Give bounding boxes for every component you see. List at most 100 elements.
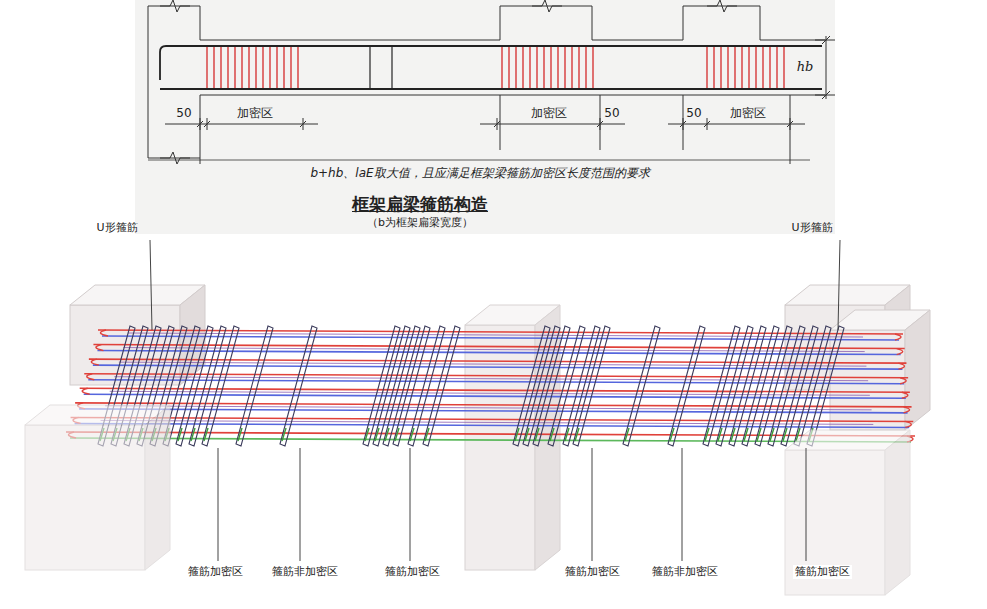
tie-bar <box>744 428 748 441</box>
stirrup <box>248 47 249 88</box>
diagram-label: 箍筋非加密区 <box>270 565 340 578</box>
drawing-line <box>592 6 593 40</box>
stirrup-3d <box>716 326 753 446</box>
tie-bar <box>282 428 286 441</box>
drawing-line <box>480 124 625 125</box>
stirrup <box>592 47 593 88</box>
stirrup <box>536 47 537 88</box>
web-rebar <box>123 348 864 352</box>
stirrup <box>269 47 270 88</box>
stirrup-3d <box>176 326 213 446</box>
tie-bar <box>410 428 414 441</box>
u-stirrup <box>902 392 908 398</box>
u-stirrup <box>904 407 910 413</box>
stirrup-3d <box>408 326 445 446</box>
stirrup <box>391 47 392 88</box>
stirrup-3d <box>548 326 585 446</box>
stirrup <box>297 47 298 88</box>
break-mark <box>707 0 737 12</box>
leader-line <box>410 448 411 561</box>
diagram-label: 50 <box>604 106 619 120</box>
drawing-line <box>200 6 201 40</box>
drawing-line <box>200 95 201 158</box>
tie-bar <box>238 428 242 441</box>
stirrup-3d <box>768 326 805 446</box>
drawing-line <box>787 121 793 127</box>
stirrup-3d <box>668 326 705 446</box>
leader-line <box>806 448 807 561</box>
tie-bar <box>757 428 761 441</box>
stirrup <box>234 47 235 88</box>
drawing-line <box>197 121 203 127</box>
drawing-line <box>760 6 761 40</box>
drawing-line <box>494 121 500 127</box>
leader-line <box>300 448 301 561</box>
leader-line <box>150 240 152 330</box>
diagram-label: hb <box>797 59 814 75</box>
column-block <box>465 305 560 570</box>
tie-bar <box>575 428 579 441</box>
diagram-title: 框架扁梁箍筋构造 <box>352 194 488 214</box>
u-stirrup <box>100 330 108 336</box>
stirrup-3d <box>729 326 766 446</box>
stirrup <box>206 47 207 88</box>
drawing-line <box>822 91 830 99</box>
web-rebar <box>114 377 868 381</box>
stirrup <box>585 47 586 88</box>
diagram-label: 加密区 <box>237 106 273 120</box>
leader-line <box>838 240 840 330</box>
tie-bar <box>515 428 519 441</box>
drawing-line <box>790 150 791 164</box>
stirrup <box>255 47 256 88</box>
stirrup-3d <box>202 326 239 446</box>
stirrup <box>220 47 221 88</box>
stirrup <box>213 47 214 88</box>
drawing-line <box>704 121 710 127</box>
drawing-line <box>826 36 827 99</box>
drawing-line <box>148 6 149 158</box>
leader-line <box>218 448 219 561</box>
stirrup-3d <box>189 326 226 446</box>
drawing-line <box>683 95 684 150</box>
drawing-line <box>300 121 306 127</box>
drawing-line <box>200 95 825 96</box>
u-stirrup <box>96 345 104 351</box>
tie-bar <box>625 428 629 441</box>
drawing-line <box>500 6 501 40</box>
break-mark <box>160 0 190 12</box>
stirrup <box>720 47 721 88</box>
detail-ground <box>135 0 835 234</box>
stirrup <box>748 47 749 88</box>
u-stirrup <box>91 359 99 365</box>
stirrup <box>734 47 735 88</box>
stirrup-3d <box>236 326 273 446</box>
tie-bar <box>178 428 182 441</box>
diagram-label: 箍筋加密区 <box>793 565 852 578</box>
u-stirrup <box>895 334 901 340</box>
drawing-line <box>165 124 318 125</box>
bottom-bar <box>160 88 822 90</box>
diagram-label: 加密区 <box>531 106 567 120</box>
stirrup-3d <box>393 326 430 446</box>
stirrup <box>564 47 565 88</box>
break-mark <box>160 152 190 164</box>
tie-bar <box>705 428 709 441</box>
stirrup-3d <box>781 326 818 446</box>
tie-bar <box>731 428 735 441</box>
drawing-line <box>148 158 200 159</box>
u-stirrup <box>898 363 904 369</box>
stirrup <box>241 47 242 88</box>
u-stirrup <box>905 421 911 427</box>
tie-bar <box>783 428 787 441</box>
drawing-line <box>204 121 210 127</box>
diagram-label: 箍筋加密区 <box>186 565 245 578</box>
stirrup <box>283 47 284 88</box>
diagram-label: 箍筋加密区 <box>383 565 442 578</box>
stirrup <box>501 47 502 88</box>
top-bar <box>160 46 822 80</box>
leader-line <box>682 448 683 561</box>
drawing-line <box>500 95 501 150</box>
tie-bar <box>770 428 774 441</box>
stirrup <box>557 47 558 88</box>
